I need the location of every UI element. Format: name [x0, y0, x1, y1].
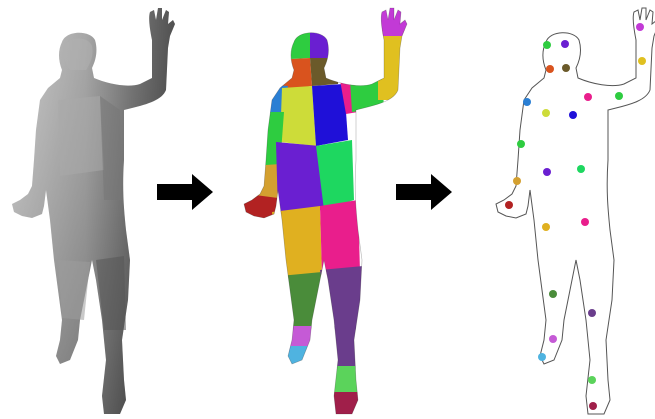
- centroid-right-foot: [538, 353, 546, 361]
- segment-left-hand: [372, 0, 412, 36]
- arrow-2: [396, 174, 452, 210]
- centroid-belly-left: [543, 168, 551, 176]
- centroid-left-upper-arm: [615, 92, 623, 100]
- centroid-head-left: [543, 41, 551, 49]
- centroid-right-knee: [549, 290, 557, 298]
- depth-band-1: [63, 39, 92, 71]
- centroid-left-shoulder: [584, 93, 592, 101]
- segment-left-foot: [328, 392, 366, 419]
- depth-silhouette-panel: [12, 8, 175, 414]
- centroid-left-thigh: [588, 309, 596, 317]
- segmentation-regions: [232, 0, 412, 419]
- centroid-belly-right: [577, 165, 585, 173]
- centroid-left-forearm: [638, 57, 646, 65]
- depth-body-shade: [12, 8, 175, 414]
- segment-head-right: [310, 20, 342, 58]
- centroid-right-shin: [549, 335, 557, 343]
- centroid-head-right: [561, 40, 569, 48]
- depth-band-2: [58, 96, 104, 176]
- arrow-1: [157, 174, 213, 210]
- centroid-left-hand: [636, 23, 644, 31]
- arrow-1-shape: [157, 174, 213, 210]
- centroid-right-forearm: [513, 177, 521, 185]
- segment-left-shin: [326, 326, 364, 370]
- body-outline: [496, 8, 655, 414]
- centroid-neck-left: [546, 65, 554, 73]
- centroid-hip-right: [581, 218, 589, 226]
- segment-left-forearm: [378, 30, 408, 100]
- segment-hip-left: [272, 206, 322, 280]
- segment-chest-left: [280, 86, 316, 146]
- centroid-neck-right: [562, 64, 570, 72]
- centroid-right-shoulder: [523, 98, 531, 106]
- centroid-hip-left: [542, 223, 550, 231]
- depth-band-5: [58, 260, 90, 320]
- centroid-left-ankle: [588, 376, 596, 384]
- centroid-left-foot: [589, 402, 597, 410]
- depth-figure: [12, 8, 175, 414]
- depth-band-4: [96, 256, 126, 330]
- centroid-chest-left: [542, 109, 550, 117]
- keypoint-panel: [496, 8, 655, 414]
- keypoint-figure: [496, 8, 655, 414]
- centroid-right-upper-arm: [517, 140, 525, 148]
- centroid-chest-right: [569, 111, 577, 119]
- segment-hip-right: [320, 200, 360, 276]
- arrow-2-shape: [396, 174, 452, 210]
- segment-belly-left: [276, 142, 324, 214]
- centroid-right-hand: [505, 201, 513, 209]
- segmentation-figure: [232, 0, 412, 419]
- segmentation-panel: [232, 0, 412, 419]
- segment-right-forearm: [252, 164, 280, 202]
- segment-left-thigh: [320, 266, 364, 330]
